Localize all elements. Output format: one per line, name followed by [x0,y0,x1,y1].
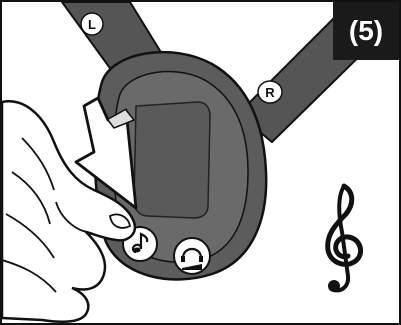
treble-clef-icon [325,183,363,293]
ear-cup [93,50,268,281]
press-arrow-icon [74,96,138,210]
right-earpiece-marker [257,80,283,104]
hand [2,100,137,323]
touch-panel [133,101,211,219]
right-marker-label: R [265,85,275,100]
step-badge: (5) [333,2,399,60]
left-earpiece-marker [80,12,104,36]
headphone-illustration: L R [2,2,376,323]
headphone-volume-icon [181,247,203,270]
left-marker-label: L [88,17,96,32]
music-note-icon [131,232,149,254]
headphone-button[interactable] [173,237,211,275]
